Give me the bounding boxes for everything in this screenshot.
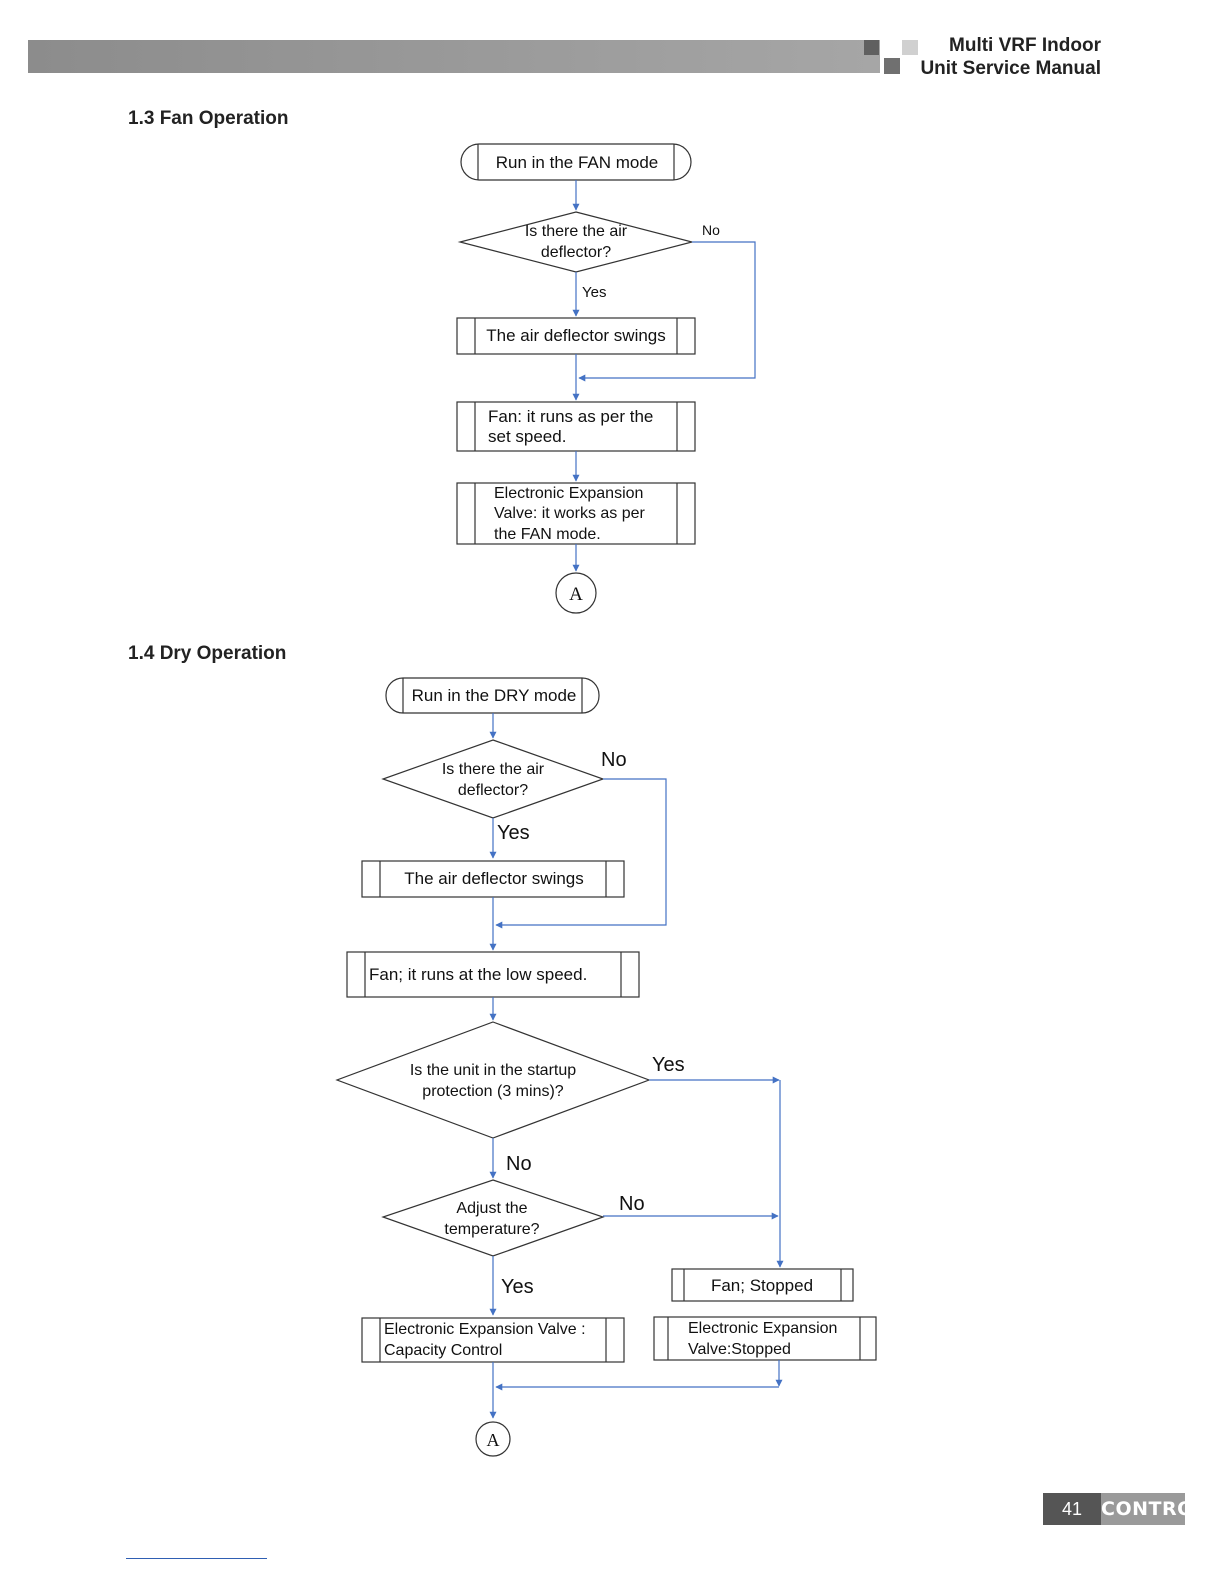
dry-connector-a: A <box>475 1421 511 1457</box>
fan-start-label: Run in the FAN mode <box>496 153 659 172</box>
fan-valve-line3: the FAN mode. <box>494 526 601 543</box>
section-label: CONTROL <box>1101 1493 1206 1525</box>
fan-flowchart: Run in the FAN mode Is there the air def… <box>456 143 756 614</box>
dry-valve-stopped-line1: Electronic Expansion <box>688 1320 837 1337</box>
dry-valve-control-line1: Electronic Expansion Valve : <box>384 1321 586 1338</box>
dry-valve-control-line2: Capacity Control <box>384 1342 502 1359</box>
dry-start-terminator: Run in the DRY mode <box>385 677 600 714</box>
dry-fan-low-label: Fan; it runs at the low speed. <box>369 965 587 984</box>
dry-decision1-line1: Is there the air <box>442 761 545 778</box>
fan-no-label: No <box>702 222 720 238</box>
fan-connector-label: A <box>569 584 583 605</box>
fan-speed-line2: set speed. <box>488 427 566 446</box>
dry-fan-low-process: Fan; it runs at the low speed. <box>346 951 640 998</box>
dry-decision-temperature: Adjust the temperature? <box>381 1179 605 1257</box>
fan-decision-line1: Is there the air <box>525 223 628 240</box>
manual-title-line1: Multi VRF Indoor <box>949 35 1101 56</box>
dry-decision2-no-label: No <box>506 1153 532 1175</box>
dry-valve-stopped-line2: Valve:Stopped <box>688 1341 791 1358</box>
page-number: 41 <box>1043 1493 1101 1525</box>
dry-swing-label: The air deflector swings <box>404 869 584 888</box>
dry-start-label: Run in the DRY mode <box>412 686 577 705</box>
dry-decision1-line2: deflector? <box>458 782 528 799</box>
fan-valve-line2: Valve: it works as per <box>494 505 646 522</box>
dry-flowchart: Run in the DRY mode Is there the air def… <box>335 677 877 1457</box>
fan-start-terminator: Run in the FAN mode <box>460 143 692 181</box>
dry-decision-deflector: Is there the air deflector? <box>381 739 605 819</box>
dry-decision2-line2: protection (3 mins)? <box>422 1083 563 1100</box>
dry-fan-stopped-label: Fan; Stopped <box>711 1276 813 1295</box>
dry-decision2-line1: Is the unit in the startup <box>410 1062 576 1079</box>
fan-speed-process: Fan: it runs as per the set speed. <box>456 401 696 452</box>
dry-decision2-yes-label: Yes <box>652 1054 685 1076</box>
fan-valve-line1: Electronic Expansion <box>494 485 643 502</box>
fan-no-path <box>578 241 756 382</box>
manual-title: Multi VRF Indoor Unit Service Manual <box>920 34 1101 80</box>
dry-decision3-no-label: No <box>619 1193 645 1215</box>
header-square-light <box>902 40 918 55</box>
dry-decision1-no-path <box>495 778 667 929</box>
dry-section-title: 1.4 Dry Operation <box>128 643 287 664</box>
fan-swing-process: The air deflector swings <box>456 317 696 355</box>
dry-decision1-yes-label: Yes <box>497 822 530 844</box>
header-square-mid <box>884 58 900 74</box>
footnote-divider <box>126 1558 267 1559</box>
fan-section-title: 1.3 Fan Operation <box>128 108 289 129</box>
manual-title-line2: Unit Service Manual <box>920 58 1101 79</box>
header-bar <box>28 40 880 73</box>
dry-fan-stopped-process: Fan; Stopped <box>671 1268 854 1302</box>
fan-swing-label: The air deflector swings <box>486 326 666 345</box>
dry-connector-label: A <box>487 1430 500 1450</box>
fan-connector-a: A <box>555 572 597 614</box>
fan-speed-line1: Fan: it runs as per the <box>488 407 653 426</box>
fan-decision-line2: deflector? <box>541 244 611 261</box>
dry-valve-stopped-process: Electronic Expansion Valve:Stopped <box>653 1316 877 1361</box>
fan-decision-deflector: Is there the air deflector? <box>457 211 695 273</box>
dry-decision3-line2: temperature? <box>444 1221 539 1238</box>
dry-decision3-line1: Adjust the <box>456 1200 527 1217</box>
header-square-dark <box>864 40 879 55</box>
dry-valve-control-process: Electronic Expansion Valve : Capacity Co… <box>361 1317 625 1363</box>
dry-decision3-yes-label: Yes <box>501 1276 534 1298</box>
fan-valve-process: Electronic Expansion Valve: it works as … <box>456 482 696 545</box>
fan-yes-label: Yes <box>582 284 606 301</box>
dry-swing-process: The air deflector swings <box>361 860 625 898</box>
dry-decision-startup: Is the unit in the startup protection (3… <box>335 1021 651 1139</box>
dry-decision1-no-label: No <box>601 749 627 771</box>
